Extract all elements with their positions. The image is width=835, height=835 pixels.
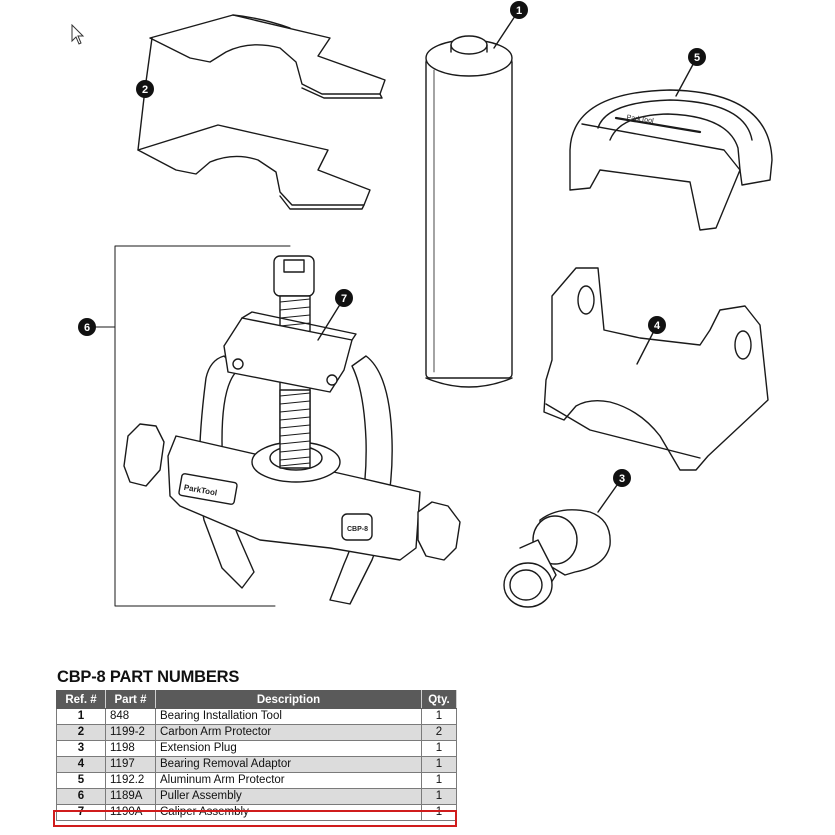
- callout-2: 2: [136, 80, 154, 98]
- exploded-parts-diagram: ParkTool: [78, 1, 773, 608]
- callout-1: 1: [510, 1, 528, 19]
- cell-ref: 1: [56, 708, 106, 725]
- header-part: Part #: [105, 690, 156, 709]
- cell-qty: 1: [421, 772, 457, 789]
- header-qty: Qty.: [421, 690, 457, 709]
- cell-ref: 2: [56, 724, 106, 741]
- parts-table: Ref. # Part # Description Qty. 1 848 Bea…: [56, 690, 457, 821]
- cell-description: Extension Plug: [155, 740, 422, 757]
- cell-description: Carbon Arm Protector: [155, 724, 422, 741]
- table-row: 5 1192.2 Aluminum Arm Protector 1: [56, 772, 457, 789]
- callout-2-label: 2: [142, 84, 148, 96]
- cell-part: 1197: [105, 756, 156, 773]
- cell-part: 1192.2: [105, 772, 156, 789]
- cell-part: 848: [105, 708, 156, 725]
- callout-7: 7: [335, 289, 353, 307]
- callout-4-label: 4: [654, 320, 661, 332]
- table-row: 6 1189A Puller Assembly 1: [56, 788, 457, 805]
- callout-1-label: 1: [516, 5, 522, 17]
- callout-4: 4: [648, 316, 666, 334]
- part-2-carbon-arm-protector-top: [149, 14, 386, 99]
- cell-qty: 2: [421, 724, 457, 741]
- cell-qty: 1: [421, 740, 457, 757]
- cell-ref: 3: [56, 740, 106, 757]
- table-row: 1 848 Bearing Installation Tool 1: [56, 708, 457, 725]
- callout-6: 6: [78, 318, 96, 336]
- svg-text:ParkTool: ParkTool: [626, 114, 654, 125]
- svg-text:CBP-8: CBP-8: [347, 526, 368, 533]
- table-row: 3 1198 Extension Plug 1: [56, 740, 457, 757]
- cell-description: Puller Assembly: [155, 788, 422, 805]
- cell-ref: 7: [56, 804, 106, 821]
- part-3-extension-plug: [503, 509, 611, 608]
- cell-qty: 1: [421, 788, 457, 805]
- callout-3-label: 3: [619, 473, 625, 485]
- parts-table-title: CBP-8 PART NUMBERS: [57, 668, 240, 686]
- cell-ref: 6: [56, 788, 106, 805]
- table-header-row: Ref. # Part # Description Qty.: [56, 690, 457, 709]
- part-5-aluminum-arm-protector: ParkTool: [569, 89, 773, 231]
- cell-ref: 4: [56, 756, 106, 773]
- header-ref: Ref. #: [56, 690, 106, 709]
- table-row: 4 1197 Bearing Removal Adaptor 1: [56, 756, 457, 773]
- arrow-pointer-icon: [71, 24, 85, 45]
- cell-ref: 5: [56, 772, 106, 789]
- cell-qty: 1: [421, 708, 457, 725]
- callout-5: 5: [688, 48, 706, 66]
- callout-5-label: 5: [694, 52, 700, 64]
- cell-qty: 1: [421, 756, 457, 773]
- table-row-highlighted: 7 1190A Caliper Assembly 1: [56, 804, 457, 821]
- part-2-carbon-arm-protector-bottom: [137, 124, 371, 210]
- part-1-bearing-installation-tool: [425, 35, 513, 388]
- cell-qty: 1: [421, 804, 457, 821]
- callout-3: 3: [613, 469, 631, 487]
- cell-description: Bearing Installation Tool: [155, 708, 422, 725]
- callout-7-label: 7: [341, 293, 347, 305]
- cell-part: 1189A: [105, 788, 156, 805]
- cell-description: Bearing Removal Adaptor: [155, 756, 422, 773]
- table-row: 2 1199-2 Carbon Arm Protector 2: [56, 724, 457, 741]
- callout-6-label: 6: [84, 322, 90, 334]
- cell-description: Aluminum Arm Protector: [155, 772, 422, 789]
- cell-part: 1190A: [105, 804, 156, 821]
- part-6-puller-assembly: ParkTool CBP-8: [123, 255, 461, 605]
- header-description: Description: [155, 690, 422, 709]
- cell-description: Caliper Assembly: [155, 804, 422, 821]
- cell-part: 1199-2: [105, 724, 156, 741]
- cell-part: 1198: [105, 740, 156, 757]
- part-4-bearing-removal-adaptor: [543, 267, 769, 471]
